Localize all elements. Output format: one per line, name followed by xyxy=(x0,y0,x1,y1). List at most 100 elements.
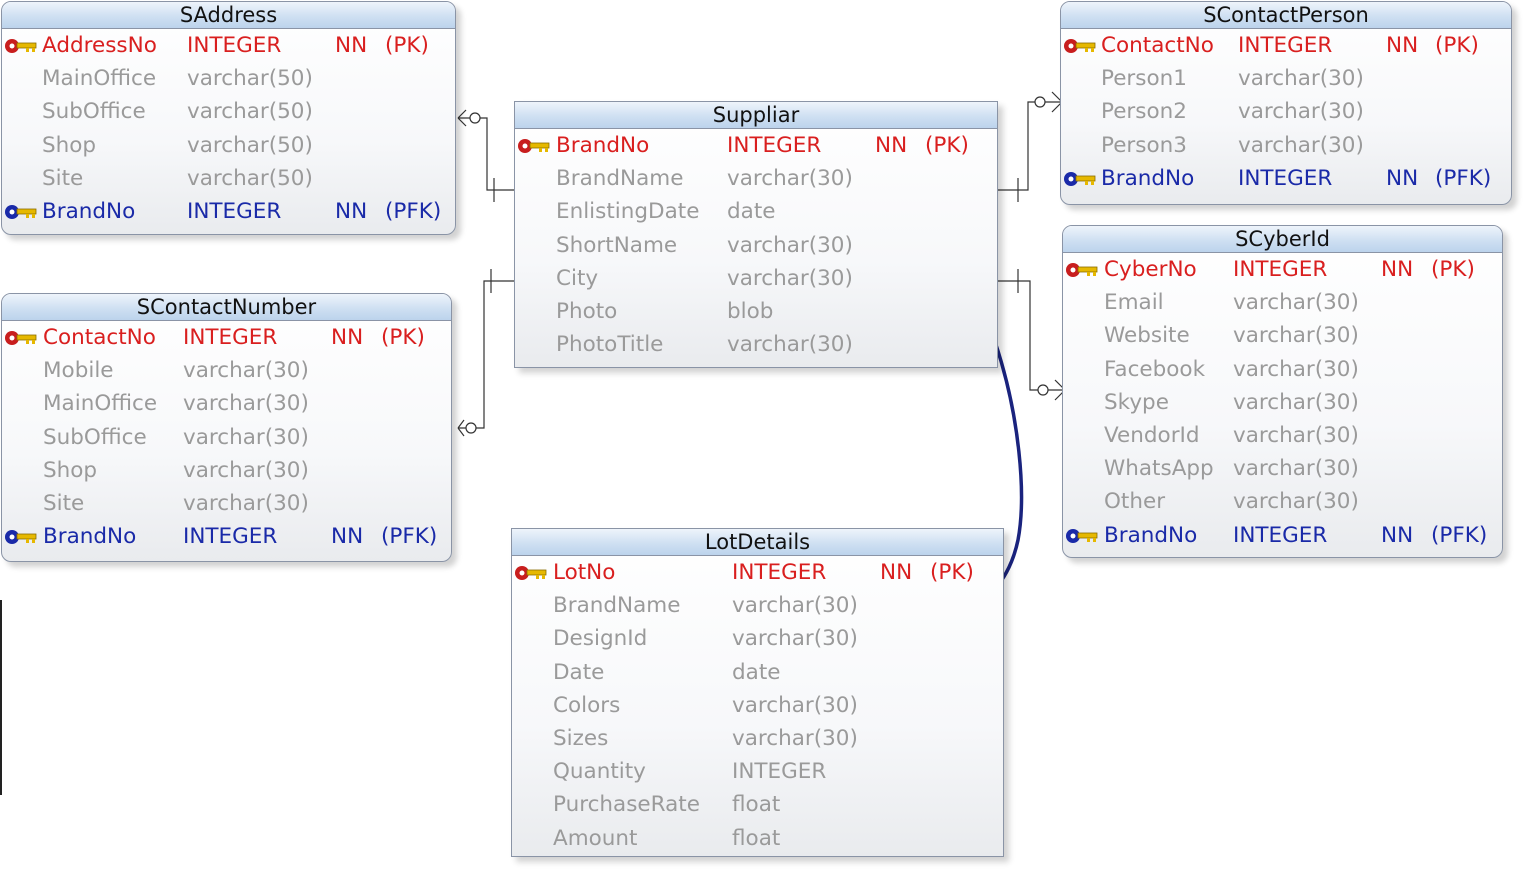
column-row[interactable]: Colors varchar(30) xyxy=(512,689,1003,722)
column-name: CyberNo xyxy=(1104,257,1197,282)
key-icon xyxy=(5,331,37,345)
column-row[interactable]: BrandNo INTEGER NN (PFK) xyxy=(1061,162,1511,195)
column-type: varchar(30) xyxy=(1233,422,1359,448)
column-type: INTEGER xyxy=(183,524,278,550)
column-name: Site xyxy=(43,490,85,516)
entity-title: Suppliar xyxy=(515,102,997,129)
column-nn: NN xyxy=(875,133,908,158)
column-nn: NN xyxy=(1386,165,1419,191)
column-nn: NN xyxy=(1381,257,1414,282)
column-type: INTEGER xyxy=(732,560,827,585)
column-type: INTEGER xyxy=(1238,165,1333,191)
column-row[interactable]: PhotoTitle varchar(30) xyxy=(515,328,997,361)
column-name: Website xyxy=(1104,323,1190,349)
column-name: MainOffice xyxy=(42,66,157,92)
column-type: varchar(30) xyxy=(183,457,309,483)
rel-suppliar-scontactperson xyxy=(998,101,1062,191)
column-name: Photo xyxy=(556,298,618,324)
column-type: varchar(30) xyxy=(732,692,858,718)
column-row[interactable]: DesignId varchar(30) xyxy=(512,622,1003,655)
column-row[interactable]: Photo blob xyxy=(515,295,997,328)
column-type: varchar(30) xyxy=(183,391,309,417)
rel-suppliar-saddress xyxy=(458,117,515,191)
column-type: varchar(30) xyxy=(1233,456,1359,482)
entity-title: SContactPerson xyxy=(1061,2,1511,29)
column-name: Quantity xyxy=(553,759,646,785)
column-type: date xyxy=(732,659,781,685)
column-name: Skype xyxy=(1104,389,1169,415)
column-key: (PFK) xyxy=(1435,165,1492,191)
column-type: INTEGER xyxy=(1233,522,1328,548)
column-name: PurchaseRate xyxy=(553,792,700,818)
column-type: blob xyxy=(727,298,774,324)
column-type: varchar(50) xyxy=(187,99,313,125)
column-name: Person1 xyxy=(1101,66,1187,92)
column-name: PhotoTitle xyxy=(556,332,664,358)
key-icon xyxy=(515,566,547,580)
column-type: varchar(30) xyxy=(727,332,853,358)
column-name: Site xyxy=(42,165,84,191)
foreign-key-icon xyxy=(1066,528,1098,543)
foreign-key-icon xyxy=(5,204,37,219)
rel-suppliar-scyberid xyxy=(998,280,1065,391)
column-name: EnlistingDate xyxy=(556,199,700,225)
column-name: Shop xyxy=(42,132,97,158)
column-type: varchar(30) xyxy=(732,725,858,751)
column-nn: NN xyxy=(880,560,913,585)
column-type: varchar(30) xyxy=(727,166,853,192)
column-name: AddressNo xyxy=(42,33,157,58)
entity-title: LotDetails xyxy=(512,529,1003,556)
column-name: Person2 xyxy=(1101,99,1187,125)
column-name: Colors xyxy=(553,692,621,718)
key-icon xyxy=(518,139,550,153)
column-name: BrandNo xyxy=(1101,165,1195,191)
column-type: varchar(30) xyxy=(732,626,858,652)
column-name: DesignId xyxy=(553,626,648,652)
